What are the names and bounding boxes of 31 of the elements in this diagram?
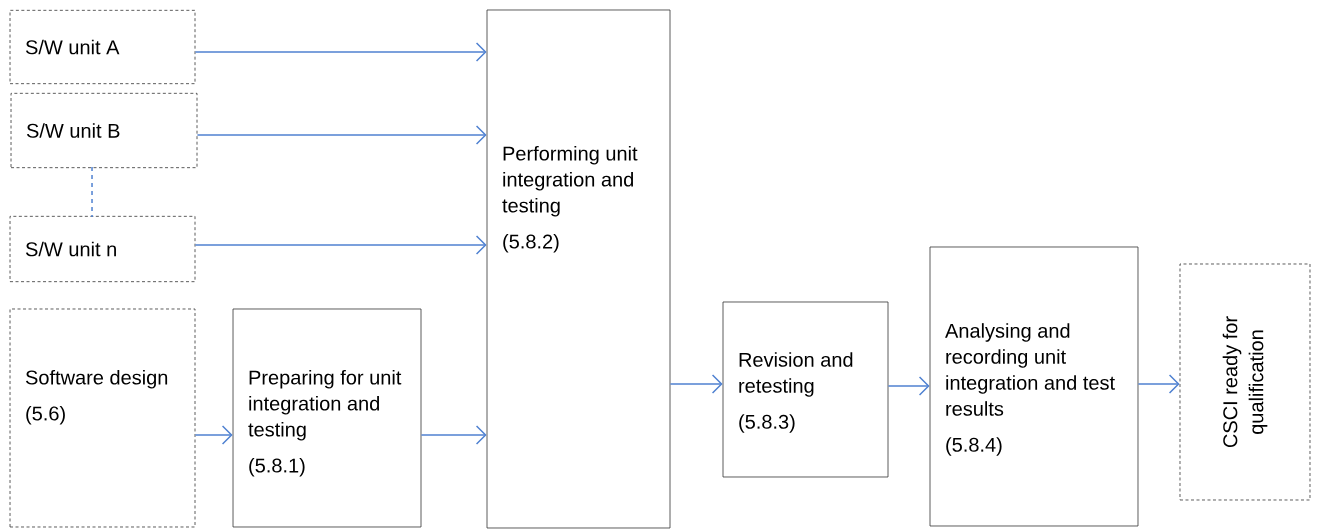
arrow xyxy=(669,374,723,394)
arrow xyxy=(1137,374,1180,394)
box-text: Performing unit integration and testing xyxy=(502,145,638,217)
box-text: (5.8.2) xyxy=(503,233,559,253)
process-box xyxy=(10,92,198,169)
box-text: (5.8.4) xyxy=(946,437,1002,456)
box-text: Analysing and recording unit integration and test results xyxy=(945,323,1115,416)
arrow xyxy=(196,125,487,145)
arrow xyxy=(887,376,930,396)
process-box xyxy=(722,301,889,478)
arrow xyxy=(194,42,487,62)
box-text: (5.6) xyxy=(26,405,65,425)
box-text: S/W unit A xyxy=(25,39,120,55)
arrow xyxy=(194,235,487,255)
process-box xyxy=(9,215,196,283)
box-text: S/W unit n xyxy=(25,241,116,257)
box-text: (5.8.3) xyxy=(739,414,795,433)
process-box xyxy=(232,308,422,528)
box-text: CSCI ready for qualification xyxy=(1222,316,1268,448)
box-text: S/W unit B xyxy=(26,123,120,138)
process-box xyxy=(486,9,671,529)
arrow xyxy=(194,425,233,445)
box-text: (5.8.1) xyxy=(249,457,305,477)
box-text: Preparing for unit integration and testing xyxy=(248,369,402,441)
process-box xyxy=(929,246,1139,527)
box-text: Revision and retesting xyxy=(739,352,853,397)
arrow xyxy=(420,425,487,445)
process-box xyxy=(1179,263,1311,501)
process-box xyxy=(9,308,196,528)
process-box xyxy=(9,9,196,85)
box-text: Software design xyxy=(25,369,168,389)
